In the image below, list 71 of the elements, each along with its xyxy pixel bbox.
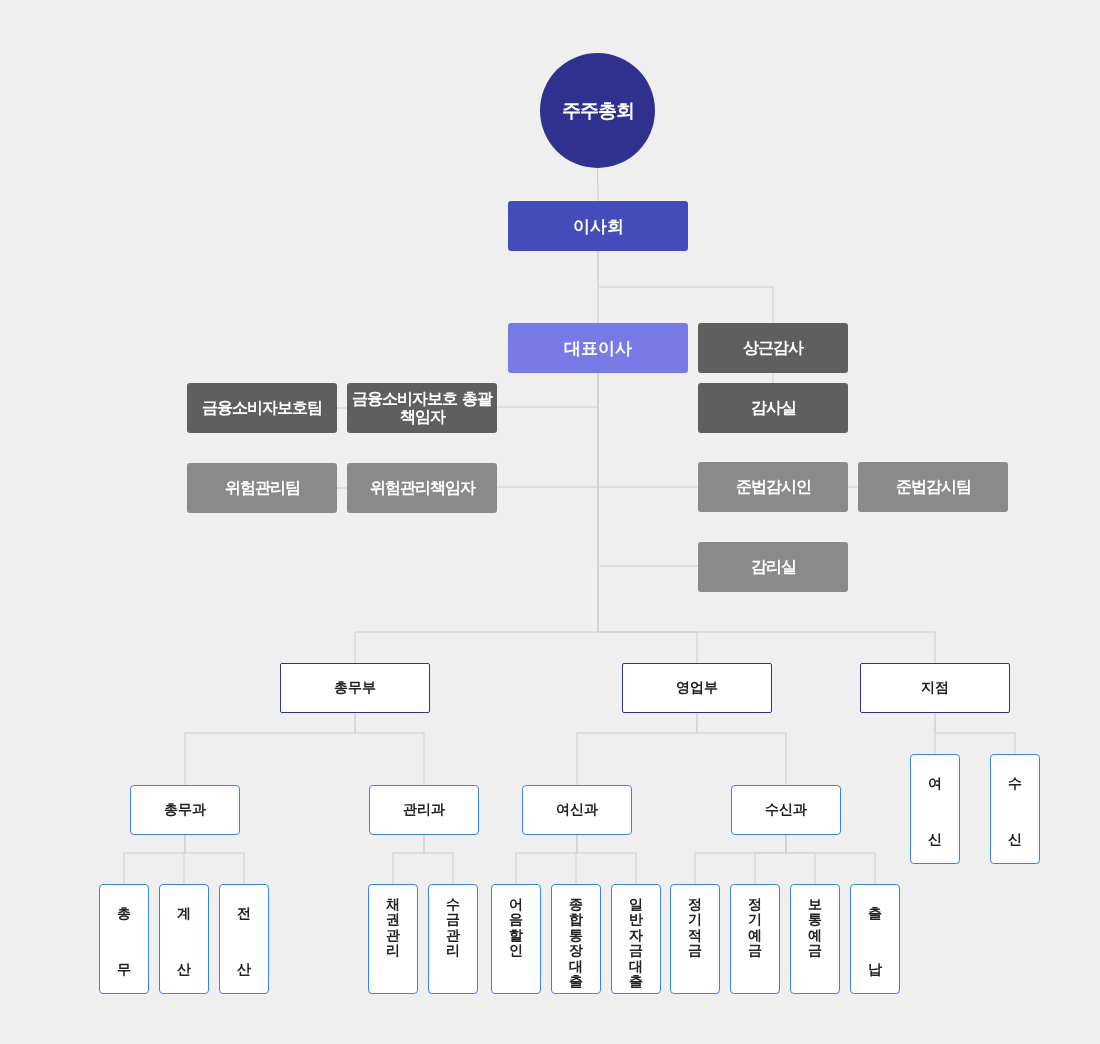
org-box: [347, 463, 497, 513]
connector-line: [934, 712, 1016, 755]
unit-box: [99, 884, 149, 994]
connector-line: [597, 250, 774, 324]
section-box: [522, 785, 632, 835]
org-box: [698, 383, 848, 433]
org-box: [508, 323, 688, 373]
org-box: [698, 323, 848, 373]
unit-box: [990, 754, 1040, 864]
unit-box: [611, 884, 661, 994]
node-label: 수신: [1008, 774, 1022, 849]
node-label: 정기적금: [688, 897, 702, 959]
node-label: 여신: [928, 774, 942, 849]
department-box: [860, 663, 1010, 713]
section-box: [130, 785, 240, 835]
node-label: 위험관리책임자: [369, 477, 475, 499]
unit-box: [790, 884, 840, 994]
node-label: 총무과: [164, 801, 206, 819]
section-box: [369, 785, 479, 835]
department-box: [280, 663, 430, 713]
node-label: 채권관리: [386, 897, 400, 959]
node-label: 준법감시인: [735, 476, 811, 498]
node-label: 위험관리팀: [224, 477, 300, 499]
node-label: 수금관리: [446, 897, 460, 959]
node-label: 상근감사: [743, 339, 803, 357]
node-label: 준법감시팀: [895, 476, 971, 498]
org-box: [508, 201, 688, 251]
node-label: 주주총회: [561, 97, 634, 123]
connector-line: [597, 167, 599, 202]
unit-box: [491, 884, 541, 994]
org-box: [698, 462, 848, 512]
unit-box: [368, 884, 418, 994]
node-label: 이사회: [572, 214, 624, 238]
org-box: [858, 462, 1008, 512]
unit-box: [730, 884, 780, 994]
node-label: 대표이사: [564, 336, 632, 360]
unit-box: [159, 884, 209, 994]
unit-box: [428, 884, 478, 994]
department-box: [622, 663, 772, 713]
unit-box: [219, 884, 269, 994]
node-label: 계산: [177, 904, 191, 979]
node-label: 수신과: [765, 801, 807, 819]
connector-line: [696, 712, 787, 786]
org-box: [187, 383, 337, 433]
connector-line: [354, 712, 425, 786]
node-label: 감사실: [750, 399, 796, 417]
org-box: [347, 383, 497, 433]
node-label: 보통예금: [808, 897, 822, 959]
node-label: 총무: [117, 904, 131, 979]
org-box: [698, 542, 848, 592]
connector-line: [423, 834, 454, 885]
node-label: 관리과: [403, 801, 445, 819]
section-box: [731, 785, 841, 835]
node-label: 영업부: [676, 679, 718, 697]
node-label: 종합통장대출: [569, 897, 583, 990]
unit-box: [670, 884, 720, 994]
org-box: [187, 463, 337, 513]
node-label: 출납: [868, 904, 882, 979]
node-label: 어음할인: [509, 897, 523, 959]
unit-box: [850, 884, 900, 994]
node-label: 전산: [237, 904, 251, 979]
unit-box: [551, 884, 601, 994]
node-label: 일반자금대출: [629, 897, 643, 990]
node-label: 지점: [921, 679, 949, 697]
node-label: 총무부: [334, 679, 376, 697]
node-label: 정기예금: [748, 897, 762, 959]
unit-box: [910, 754, 960, 864]
node-label: 금융소비자보호팀: [202, 399, 322, 417]
node-label: 금융소비자보호 총괄책임자: [351, 390, 494, 426]
node-label: 여신과: [556, 801, 598, 819]
node-label: 감리실: [750, 556, 796, 578]
